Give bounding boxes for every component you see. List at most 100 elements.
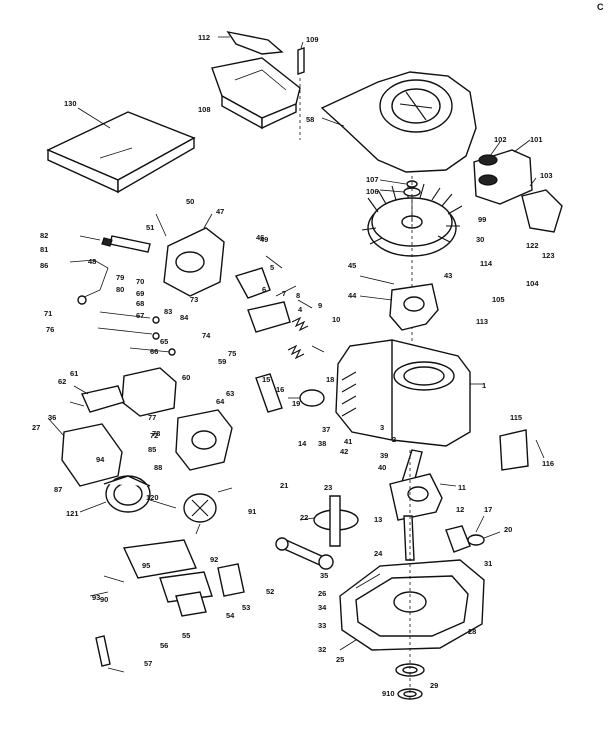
callout-99: 99 [478, 215, 486, 224]
callout-35: 35 [320, 571, 328, 580]
callout-68: 68 [136, 299, 144, 308]
muffler-assembly [473, 139, 563, 233]
governor-parts [234, 255, 297, 333]
callout-26: 26 [318, 589, 326, 598]
corner-mark: C [597, 2, 604, 12]
callout-103: 103 [540, 171, 553, 180]
callout-109: 109 [306, 35, 319, 44]
callout-42: 42 [340, 447, 348, 456]
starter-cup [379, 179, 421, 197]
callout-28: 28 [468, 627, 476, 636]
callout-66: 66 [150, 347, 158, 356]
callout-95: 95 [142, 561, 150, 570]
gasket [288, 389, 325, 407]
callout-16: 16 [276, 385, 284, 394]
callout-18: 18 [326, 375, 334, 384]
callout-30: 30 [476, 235, 484, 244]
linkage-rods [97, 311, 176, 356]
callout-41: 41 [344, 437, 352, 446]
callout-108: 108 [198, 105, 211, 114]
callout-29: 29 [430, 681, 438, 690]
callout-15: 15 [262, 375, 270, 384]
callout-33: 33 [318, 621, 326, 630]
callout-22: 22 [300, 513, 308, 522]
ignition-armature [359, 275, 439, 331]
camshaft [299, 495, 359, 547]
callout-20: 20 [504, 525, 512, 534]
callout-36: 36 [48, 413, 56, 422]
muffler-deflector [47, 417, 123, 487]
callout-82: 82 [40, 231, 48, 240]
carburetor-lower [175, 409, 233, 471]
engine-base-sump [339, 559, 485, 651]
callout-11: 11 [458, 483, 466, 492]
callout-86: 86 [40, 261, 48, 270]
throttle-control [89, 539, 245, 617]
callout-50: 50 [186, 197, 194, 206]
callout-46: 46 [256, 233, 264, 242]
callout-90: 90 [100, 595, 108, 604]
piston [445, 515, 501, 553]
cylinder-block [335, 339, 484, 447]
callout-7: 7 [282, 289, 286, 298]
callout-40: 40 [378, 463, 386, 472]
callout-87: 87 [54, 485, 62, 494]
callout-116: 116 [542, 459, 554, 468]
callout-24: 24 [374, 549, 383, 558]
callout-113: 113 [476, 317, 488, 326]
callout-73: 73 [190, 295, 198, 304]
callout-112: 112 [198, 33, 210, 42]
callout-3: 3 [380, 423, 384, 432]
callout-114: 114 [480, 259, 493, 268]
callout-31: 31 [484, 559, 492, 568]
blower-housing [320, 71, 477, 173]
callout-25: 25 [336, 655, 344, 664]
callout-93: 93 [92, 593, 100, 602]
callout-21: 21 [280, 481, 288, 490]
callout-64: 64 [216, 397, 225, 406]
callout-77: 77 [148, 413, 156, 422]
callout-120: 120 [146, 493, 159, 502]
air-deflector-cover [211, 57, 301, 130]
callout-53: 53 [242, 603, 250, 612]
callout-130: 130 [64, 99, 77, 108]
callout-70: 70 [136, 277, 144, 286]
callout-10: 10 [332, 315, 340, 324]
callout-84: 84 [180, 313, 189, 322]
carburetor-body [155, 213, 225, 297]
callout-62: 62 [58, 377, 66, 386]
callout-61: 61 [70, 369, 78, 378]
callout-52: 52 [266, 587, 274, 596]
callout-88: 88 [154, 463, 162, 472]
callout-123: 123 [542, 251, 555, 260]
callout-910: 910 [382, 689, 395, 698]
callout-63: 63 [226, 389, 234, 398]
callout-48: 48 [88, 257, 96, 266]
callout-45: 45 [348, 261, 356, 270]
oil-seal [395, 663, 425, 700]
muffler [79, 475, 177, 513]
callout-13: 13 [374, 515, 382, 524]
connecting-rod [275, 537, 334, 570]
air-cleaner-base [69, 367, 177, 417]
owners-manual [46, 107, 196, 194]
callout-65: 65 [160, 337, 168, 346]
fuel-pipe [95, 635, 125, 673]
valve-springs [255, 299, 325, 413]
flywheel [361, 183, 463, 257]
callout-9: 9 [318, 301, 322, 310]
callout-71: 71 [44, 309, 52, 318]
callout-49: 49 [260, 235, 268, 244]
callout-17: 17 [484, 505, 492, 514]
callout-43: 43 [444, 271, 452, 280]
callout-107: 107 [366, 175, 379, 184]
callout-39: 39 [380, 451, 388, 460]
callout-44: 44 [348, 291, 357, 300]
callout-105: 105 [492, 295, 505, 304]
callout-2: 2 [392, 435, 396, 444]
callout-76: 76 [46, 325, 54, 334]
crankshaft [389, 449, 457, 561]
callout-91: 91 [248, 507, 256, 516]
callout-102: 102 [494, 135, 507, 144]
